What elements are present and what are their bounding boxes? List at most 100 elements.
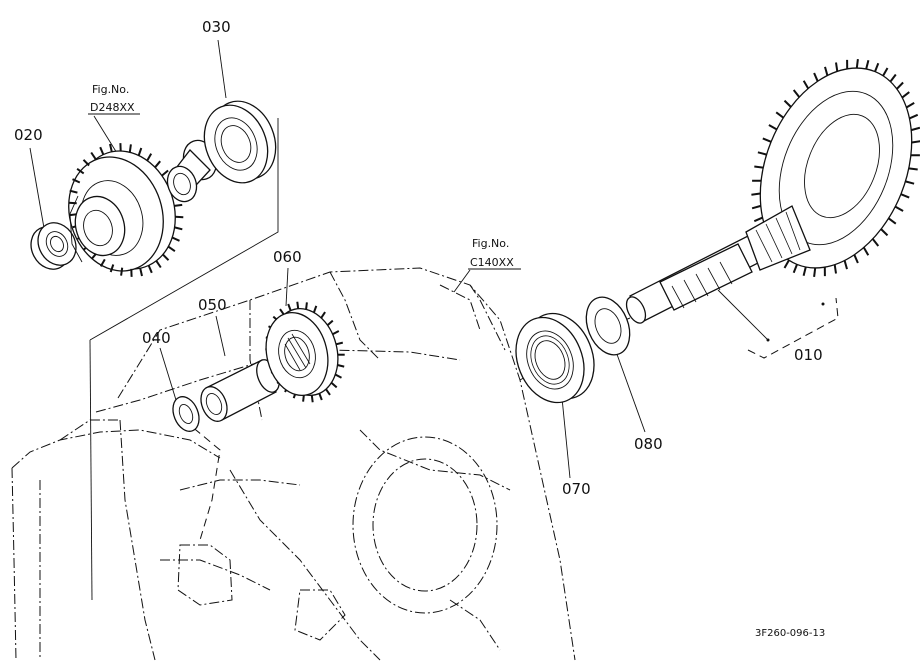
gear-tooth xyxy=(305,302,308,310)
gear-tooth xyxy=(154,160,161,168)
label-010: 010 xyxy=(794,346,823,364)
figure-reference-d248xx[interactable]: Fig.No. D248XX xyxy=(88,83,140,115)
figure-reference-c140xx[interactable]: Fig.No. C140XX xyxy=(468,237,521,270)
gear-tooth xyxy=(318,393,323,401)
gear-tooth xyxy=(76,167,85,175)
gear-tooth xyxy=(882,67,889,77)
drawing-code: 3F260-096-13 xyxy=(755,628,825,639)
label-030: 030 xyxy=(202,18,231,36)
gear-tooth xyxy=(762,137,772,143)
part-010-bevel-gear-set xyxy=(625,58,920,324)
label-070: 070 xyxy=(562,480,591,498)
gear-tooth xyxy=(320,311,326,319)
gear-tooth xyxy=(835,62,839,72)
gear-tooth xyxy=(887,217,897,225)
gear-tooth xyxy=(72,178,81,184)
gear-tooth xyxy=(862,247,870,256)
gear-assembly-d248xx xyxy=(68,143,184,277)
part-070-bearing xyxy=(515,312,595,404)
part-number-labels: 030 020 060 050 040 070 080 010 xyxy=(14,18,823,498)
gear-tooth xyxy=(824,66,829,76)
gear-tooth xyxy=(783,259,790,269)
gear-tooth xyxy=(905,102,915,109)
label-050: 050 xyxy=(198,296,227,314)
gear-tooth xyxy=(775,111,785,119)
fig-ref-code[interactable]: C140XX xyxy=(470,256,514,269)
gear-tooth xyxy=(792,89,801,98)
gear-tooth xyxy=(155,260,162,269)
gear-tooth xyxy=(855,58,859,69)
gear-tooth xyxy=(296,301,300,309)
gear-tooth xyxy=(287,303,292,311)
gear-tooth xyxy=(813,267,817,278)
gear-tooth xyxy=(146,153,153,162)
label-040: 040 xyxy=(142,329,171,347)
label-060: 060 xyxy=(273,248,302,266)
gear-tooth xyxy=(310,395,314,403)
gear-tooth xyxy=(137,147,143,156)
gear-tooth xyxy=(894,205,904,212)
part-080-shim xyxy=(585,296,631,356)
part-020-bearing xyxy=(30,222,77,270)
gear-tooth xyxy=(768,124,778,131)
gear-tooth xyxy=(120,267,124,276)
gear-tooth xyxy=(905,180,915,185)
gear-tooth xyxy=(802,80,810,89)
gear-tooth xyxy=(162,253,170,261)
gear-tooth xyxy=(171,236,180,242)
gear-tooth xyxy=(910,126,920,132)
fig-ref-title: Fig.No. xyxy=(472,237,509,250)
gear-tooth xyxy=(865,60,870,70)
gear-tooth xyxy=(161,169,169,177)
fig-ref-code[interactable]: D248XX xyxy=(90,101,135,114)
gear-tooth xyxy=(783,99,792,108)
part-060-gear xyxy=(265,301,345,403)
gear-tooth xyxy=(909,113,919,120)
gear-tooth xyxy=(911,140,920,144)
gear-tooth xyxy=(337,364,345,368)
gear-tooth xyxy=(757,151,767,156)
gear-tooth xyxy=(82,159,90,167)
gear-tooth xyxy=(174,226,183,231)
gear-tooth xyxy=(896,81,904,90)
gear-tooth xyxy=(874,62,880,72)
gear-tooth xyxy=(147,265,153,274)
part-030-bearing xyxy=(203,100,277,184)
gear-tooth xyxy=(908,167,918,171)
leader-lines xyxy=(29,39,839,601)
gear-tooth xyxy=(334,373,342,379)
gear-tooth xyxy=(330,381,338,389)
gear-tooth xyxy=(900,193,910,199)
gear-tooth xyxy=(754,165,764,169)
gear-tooth xyxy=(901,91,910,99)
label-080: 080 xyxy=(634,435,663,453)
gear-tooth xyxy=(802,266,807,276)
gear-tooth xyxy=(813,72,819,82)
gear-tooth xyxy=(90,151,97,160)
gear-tooth xyxy=(312,305,318,313)
gear-tooth xyxy=(889,73,897,83)
gear-tooth xyxy=(128,144,132,153)
gear-tooth xyxy=(139,267,143,277)
part-040-washer xyxy=(172,396,200,432)
gear-tooth xyxy=(792,264,798,274)
gear-tooth xyxy=(833,264,837,274)
gear-tooth xyxy=(853,254,859,264)
gear-tooth xyxy=(880,228,889,237)
gear-tooth xyxy=(326,319,334,327)
gear-tooth xyxy=(332,330,340,336)
gear-tooth xyxy=(109,264,115,273)
gear-tooth xyxy=(99,258,106,267)
gear-tooth xyxy=(109,143,113,153)
gear-tooth xyxy=(753,216,763,223)
gear-tooth xyxy=(174,203,183,207)
label-020: 020 xyxy=(14,126,43,144)
gear-tooth xyxy=(69,189,78,194)
gear-tooth xyxy=(167,245,176,253)
gear-tooth xyxy=(751,204,762,210)
fig-ref-title: Fig.No. xyxy=(92,83,129,96)
part-050-collar xyxy=(200,359,280,422)
gear-tooth xyxy=(335,341,344,346)
